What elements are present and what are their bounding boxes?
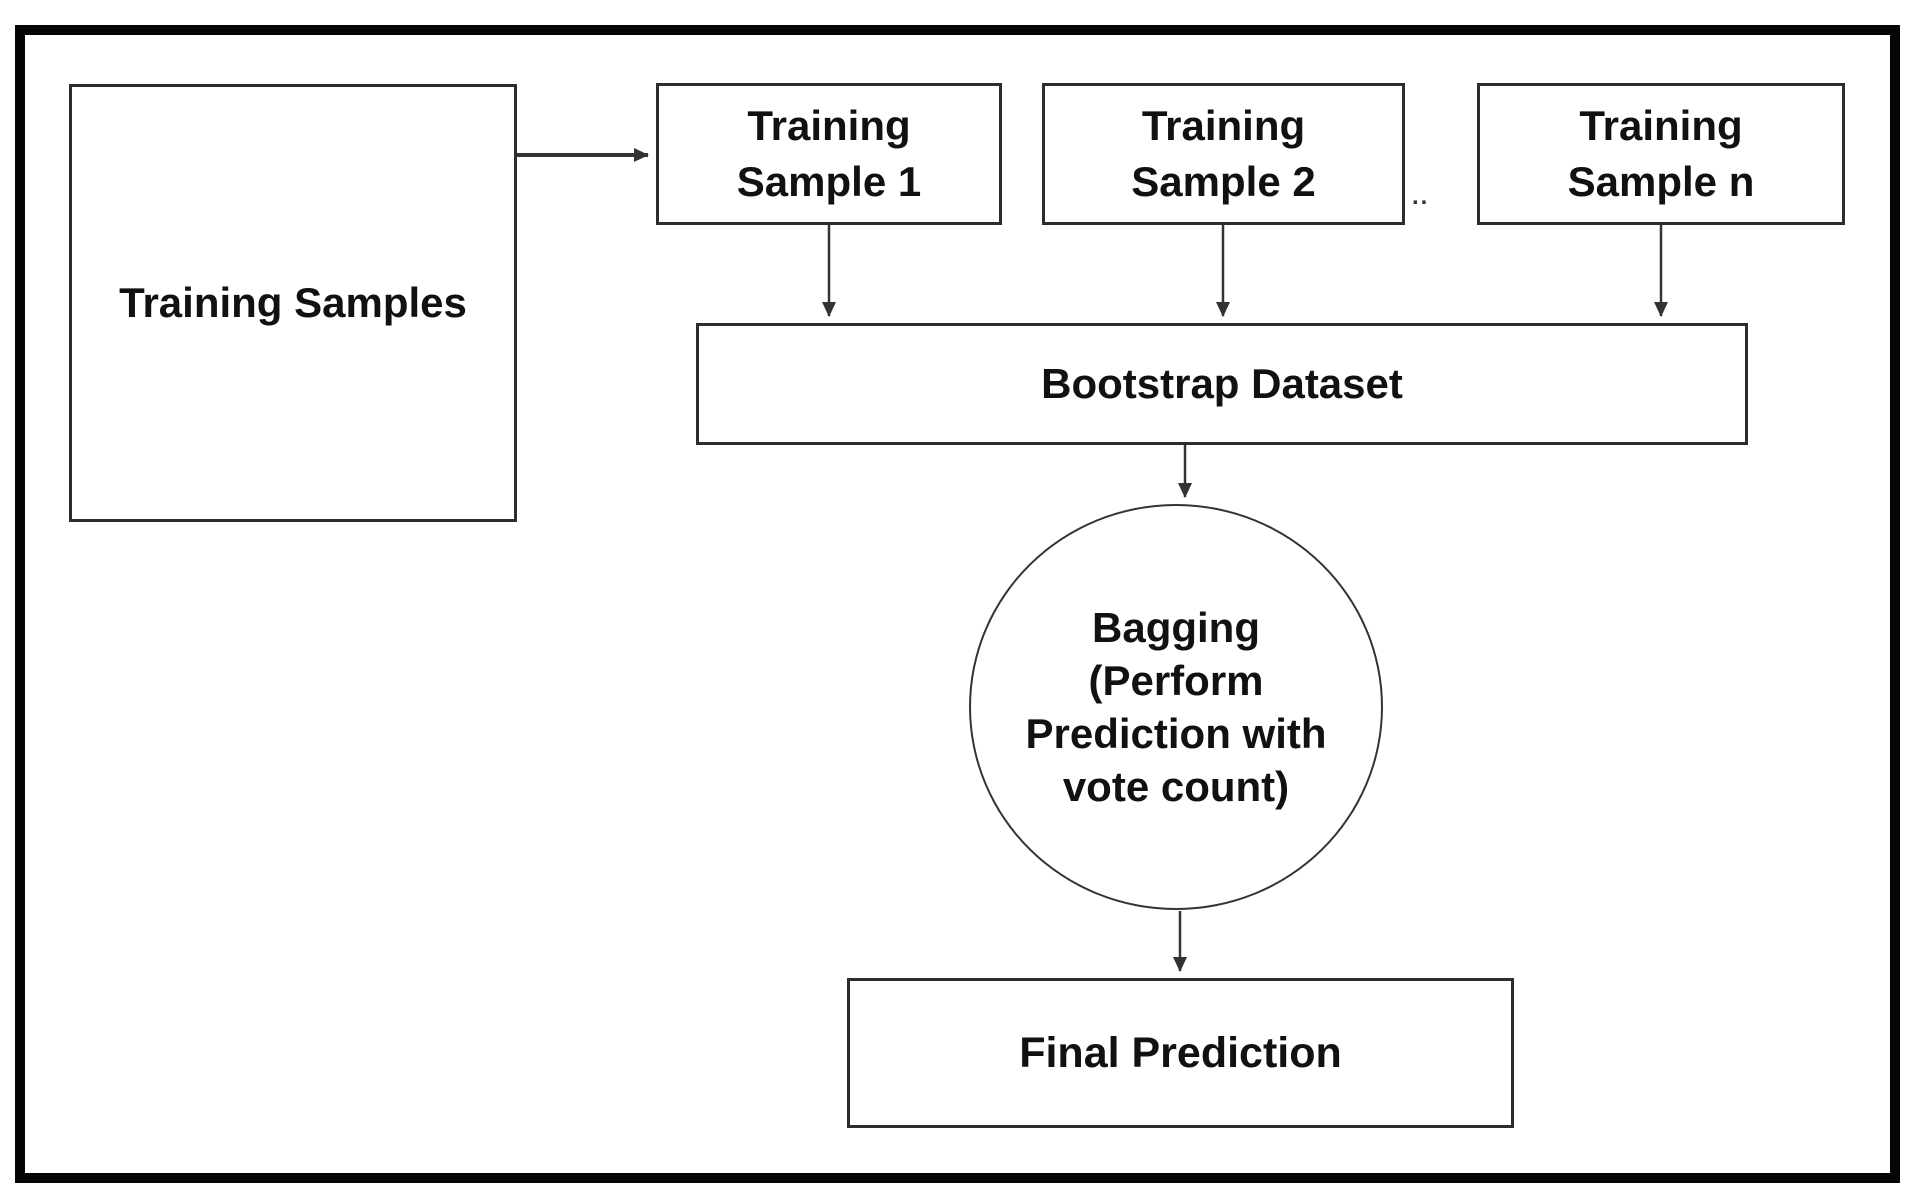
training-sample-2-label-line2: Sample 2 — [1131, 158, 1316, 205]
diagram-border-frame — [15, 25, 1900, 1183]
node-training-sample-1: Training Sample 1 — [656, 83, 1002, 225]
training-sample-1-label-line2: Sample 1 — [736, 158, 922, 205]
training-samples-label: Training Samples — [119, 279, 467, 326]
node-training-sample-2: Training Sample 2 — [1042, 83, 1405, 225]
node-training-samples: Training Samples — [69, 84, 517, 522]
bagging-label-line3: Prediction with — [1025, 710, 1327, 757]
node-final-prediction: Final Prediction — [847, 978, 1514, 1128]
node-training-sample-n: Training Sample n — [1477, 83, 1845, 225]
training-sample-n-label-line1: Training — [1579, 102, 1743, 149]
training-sample-n-label-line2: Sample n — [1567, 158, 1755, 205]
bagging-label-line1: Bagging — [1092, 604, 1260, 651]
bootstrap-dataset-label: Bootstrap Dataset — [1041, 360, 1403, 407]
final-prediction-label: Final Prediction — [1019, 1028, 1342, 1077]
ellipsis-dots: .. — [1412, 183, 1430, 210]
bagging-label-line2: (Perform — [1088, 657, 1264, 704]
training-sample-2-label-line1: Training — [1141, 102, 1306, 149]
training-sample-1-label-line1: Training — [747, 102, 911, 149]
bagging-label-line4: vote count) — [1062, 763, 1290, 810]
node-bagging-circle: Bagging (Perform Prediction with vote co… — [969, 504, 1383, 910]
node-bootstrap-dataset: Bootstrap Dataset — [696, 323, 1748, 445]
